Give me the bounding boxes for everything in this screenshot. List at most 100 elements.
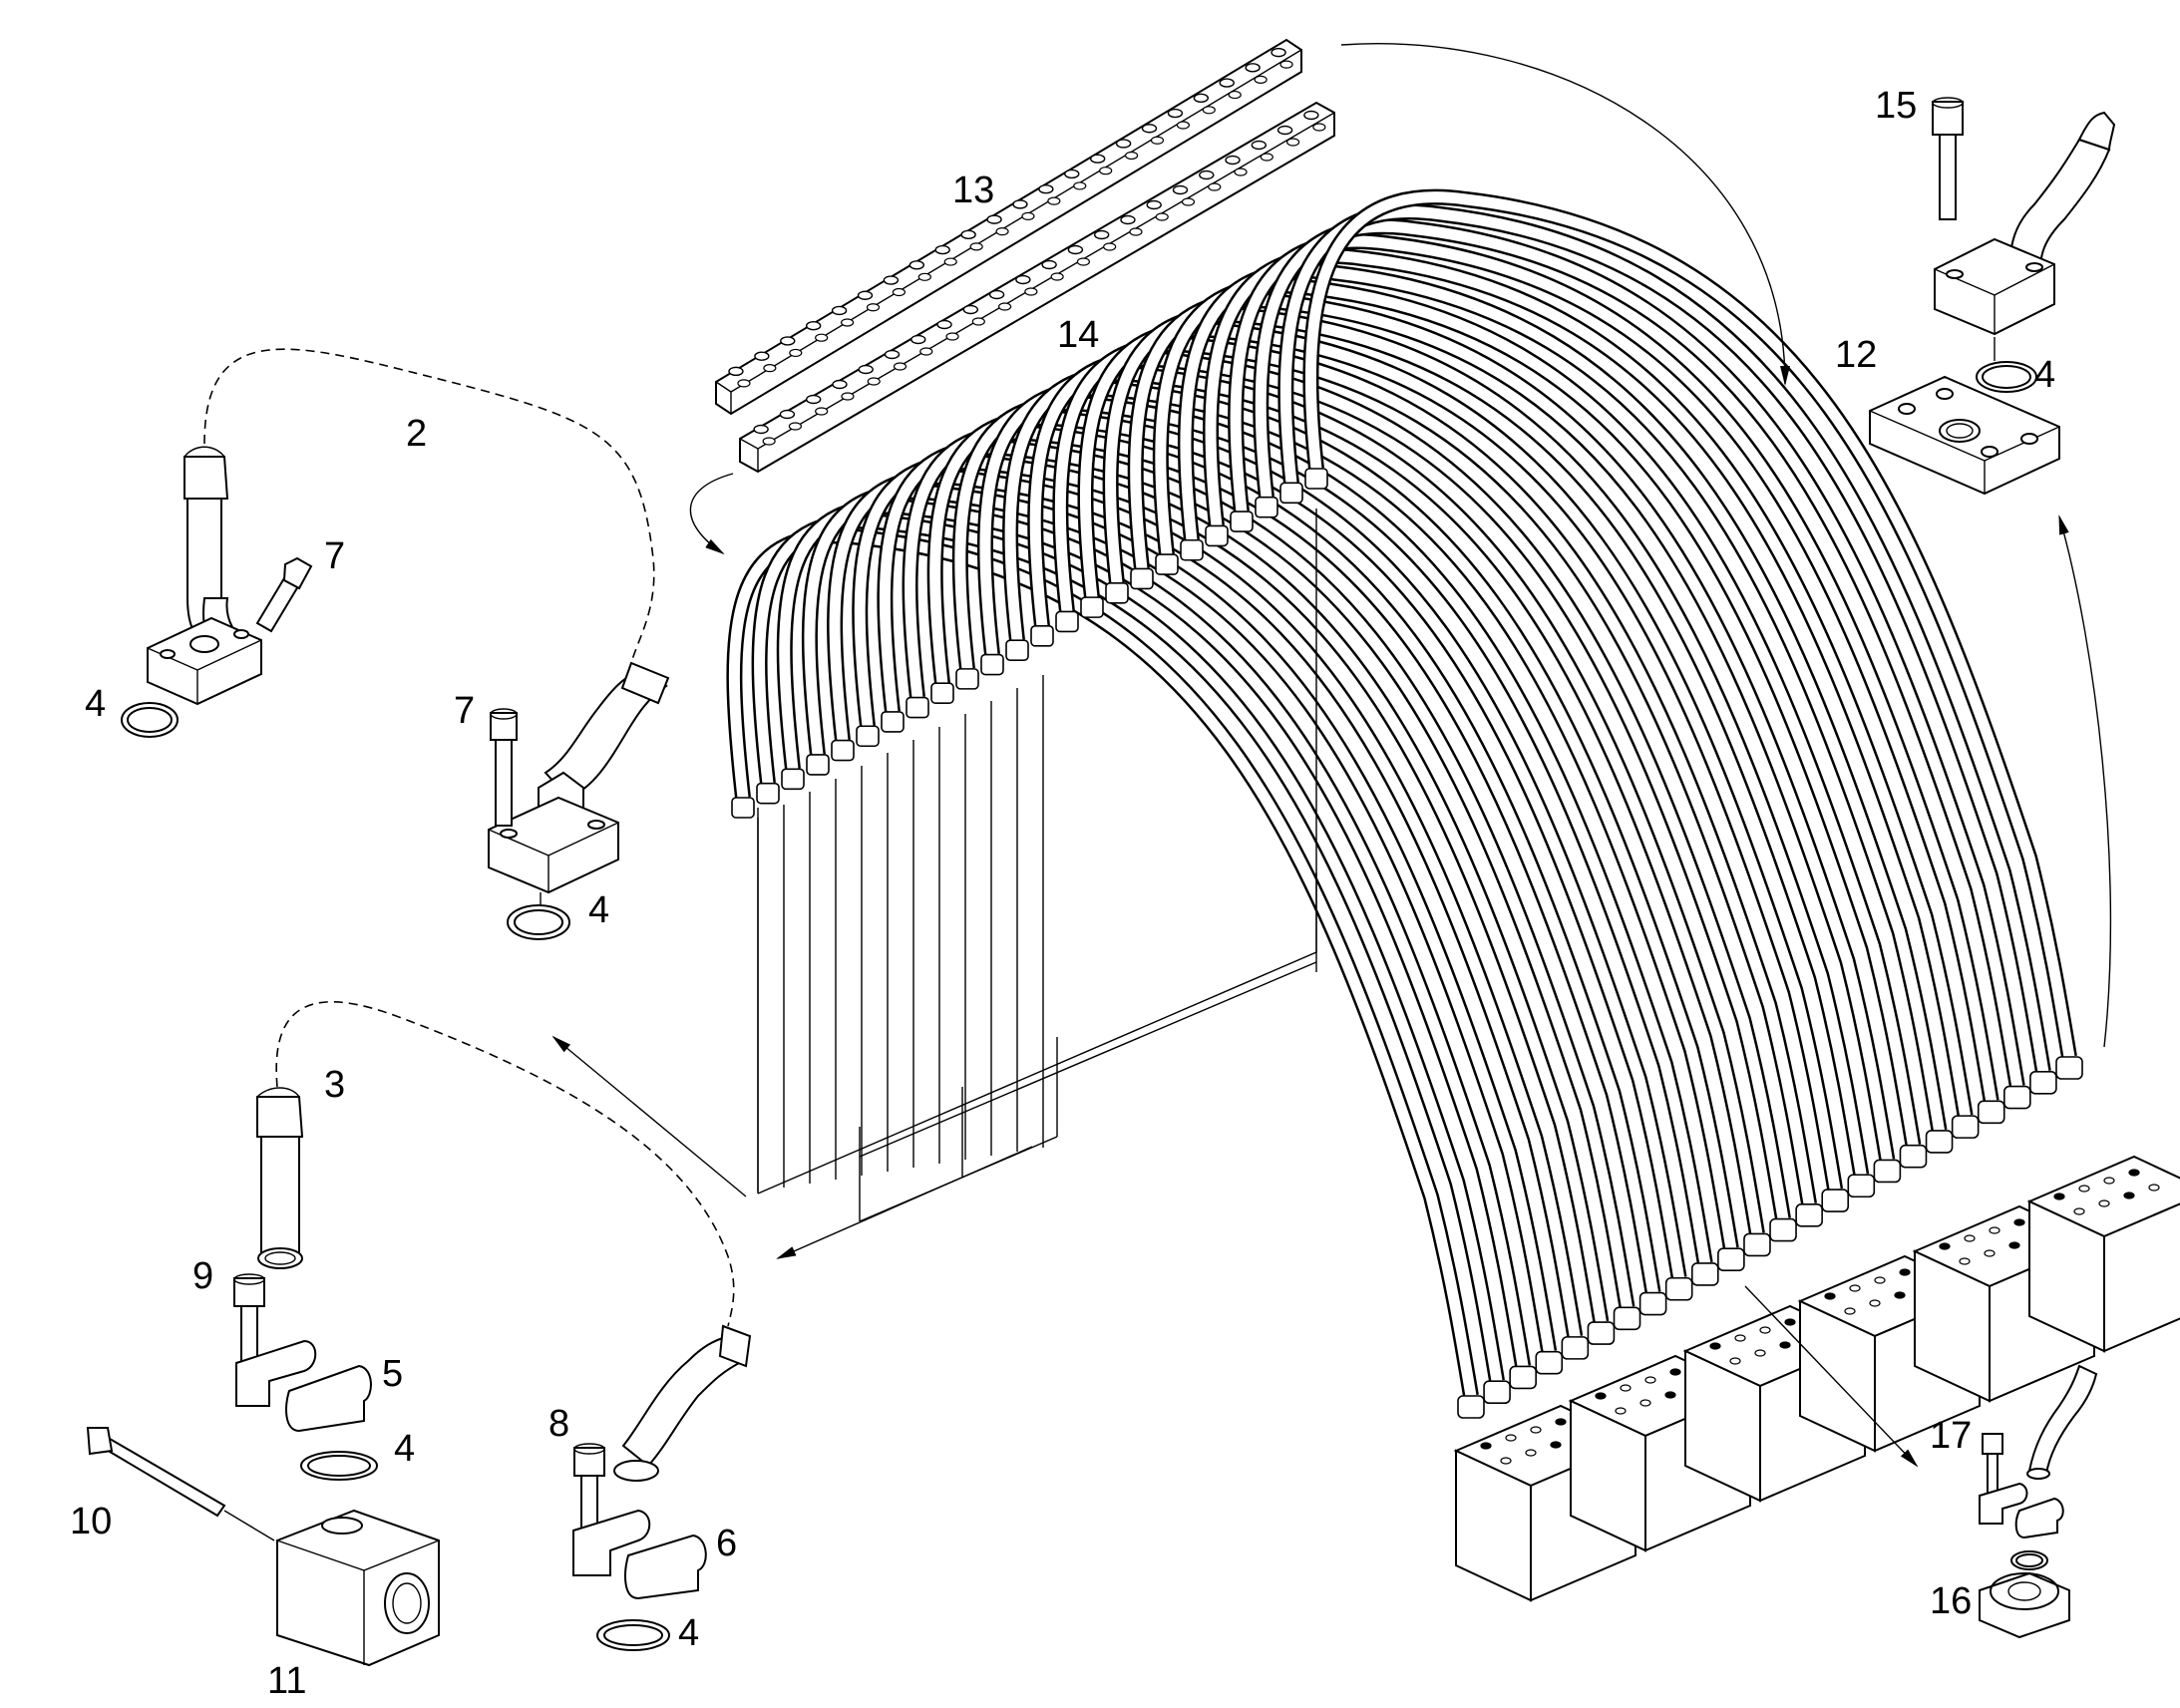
rail-hole [943, 257, 957, 266]
rail-bolt [1276, 125, 1293, 136]
rail-bolt [1303, 110, 1319, 121]
hose-fitting [1717, 1247, 1745, 1271]
callout-5: 5 [382, 1353, 403, 1395]
hose-line-fill [1180, 265, 1945, 1132]
valve-port [1779, 1341, 1791, 1349]
callout-3: 3 [324, 1064, 345, 1106]
rail-bolt [960, 229, 976, 240]
valve-port [1550, 1441, 1562, 1449]
valve-port [1664, 1391, 1676, 1399]
valve-port [1959, 1257, 1971, 1265]
callout-9: 9 [192, 1255, 213, 1297]
rail-bolt [962, 304, 979, 315]
hose-fitting [1005, 639, 1029, 661]
rail-bolt [780, 336, 796, 346]
rail-bolt [1225, 155, 1241, 166]
valve-port [1984, 1249, 1996, 1257]
valve-port [1989, 1226, 2000, 1234]
valve-port [1480, 1442, 1492, 1450]
valve-port [1505, 1434, 1517, 1442]
hose-fitting [1664, 1276, 1693, 1301]
rail-hole [841, 392, 855, 401]
hose-line-fill [754, 515, 1503, 1383]
valve-port [1759, 1326, 1771, 1334]
callout-7-lower: 7 [454, 690, 475, 732]
hose-fitting [930, 682, 954, 705]
rail-bolt [910, 334, 926, 345]
hose-line-fill [1079, 324, 1841, 1191]
rail-bolt [779, 409, 796, 420]
rail-hole [840, 318, 855, 327]
rail-hole [1234, 168, 1248, 176]
hose-line-fill [1130, 294, 1893, 1162]
clamp-rail-14 [739, 101, 1335, 474]
hose-line-fill [804, 486, 1555, 1353]
rail-hole [1021, 211, 1035, 220]
rail-hole [1260, 153, 1273, 162]
rail-bolt [1041, 259, 1057, 270]
callout-14: 14 [1057, 314, 1099, 356]
valve-port [1849, 1284, 1861, 1292]
rail-hole [1208, 182, 1222, 191]
valve-port [1500, 1457, 1512, 1465]
rail-bolt [1271, 47, 1286, 58]
rail-hole [969, 242, 983, 251]
valve-port [2053, 1193, 2065, 1200]
hose-fitting [1951, 1115, 1980, 1139]
hose-fitting [831, 739, 855, 762]
rail-hole [1050, 272, 1064, 281]
valve-port [1754, 1349, 1766, 1357]
hose-line-fill [1255, 220, 2023, 1088]
hose-fitting [806, 754, 830, 776]
rail-hole [1202, 106, 1216, 115]
callout-2: 2 [406, 413, 427, 455]
callout-16: 16 [1930, 1580, 1972, 1622]
hose-fitting [1105, 581, 1129, 604]
hose-bundle [726, 188, 2083, 1419]
callout-labels: 15 13 14 12 4 2 7 4 7 4 3 9 5 4 10 11 8 … [70, 85, 2055, 1702]
rail-hole [1150, 136, 1165, 145]
valve-port [2148, 1184, 2160, 1192]
valve-port [1709, 1342, 1721, 1350]
rail-hole [1124, 151, 1139, 161]
rail-hole [867, 377, 881, 386]
rail-bolt [805, 321, 822, 331]
hose-line-fill [954, 398, 1711, 1264]
rail-bolt [1067, 244, 1084, 255]
hose-fitting [1561, 1336, 1590, 1360]
valve-port [1939, 1242, 1951, 1250]
rail-bolt [1193, 93, 1210, 103]
rail-bolt [1199, 170, 1215, 180]
callout-4-bottom: 4 [678, 1612, 699, 1654]
callout-13: 13 [952, 170, 994, 211]
valve-port [1964, 1234, 1976, 1242]
hose-line-fill [779, 501, 1529, 1368]
hose-fitting [881, 711, 905, 733]
hose-fitting [1279, 482, 1303, 505]
valve-port [2073, 1207, 2085, 1215]
hose-fitting [1055, 610, 1079, 633]
rail-hole [1099, 167, 1113, 175]
rail-bolt [883, 275, 900, 285]
rail-hole [1285, 138, 1300, 147]
rail-hole [945, 332, 959, 341]
valve-port [1844, 1307, 1856, 1315]
valve-port [1669, 1368, 1681, 1376]
rail-hole [1024, 287, 1038, 296]
valve-port [1894, 1291, 1906, 1299]
rail-bolt [1120, 214, 1136, 225]
hose-fitting [1587, 1321, 1616, 1345]
callout-12: 12 [1835, 334, 1877, 376]
hose-fitting [1509, 1365, 1537, 1390]
flange-assembly-top-right [1869, 97, 2116, 496]
hose-fitting [1030, 625, 1054, 647]
hose-fitting [1821, 1189, 1850, 1212]
hose-fitting [2055, 1056, 2083, 1080]
hose-fitting [1130, 567, 1154, 590]
valve-port [1869, 1299, 1881, 1307]
rail-bolt [1115, 139, 1132, 149]
rail-hole [788, 422, 803, 431]
rail-bolt [908, 260, 925, 270]
hose-fitting [1638, 1291, 1667, 1316]
